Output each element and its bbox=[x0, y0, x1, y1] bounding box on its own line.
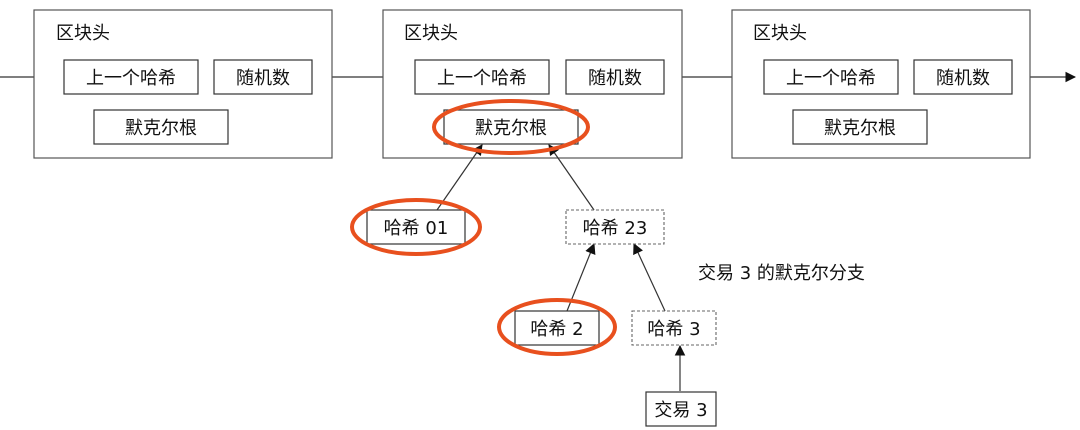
block-header-2: 区块头 上一个哈希 随机数 默克尔根 bbox=[382, 9, 683, 159]
block-header-3: 区块头 上一个哈希 随机数 默克尔根 bbox=[731, 9, 1031, 159]
merkle-branch-caption: 交易 3 的默克尔分支 bbox=[698, 263, 865, 284]
merkle-root-box bbox=[443, 109, 579, 145]
tx3-label: 交易 3 bbox=[654, 400, 707, 421]
merkle-root-label: 默克尔根 bbox=[475, 118, 547, 139]
hash2-label: 哈希 2 bbox=[530, 319, 583, 340]
nonce-box bbox=[913, 59, 1013, 95]
prev-hash-label: 上一个哈希 bbox=[86, 68, 176, 89]
highlight-hash2 bbox=[497, 298, 617, 356]
hash23-box bbox=[565, 209, 665, 245]
hash3-box bbox=[631, 310, 717, 346]
prev-hash-box bbox=[63, 59, 199, 95]
hash23-label: 哈希 23 bbox=[583, 218, 648, 239]
nonce-box bbox=[213, 59, 313, 95]
highlight-hash01 bbox=[350, 198, 482, 256]
arrow-hash23-to-root bbox=[548, 144, 595, 211]
prev-hash-box bbox=[763, 59, 899, 95]
block-header-title: 区块头 bbox=[56, 23, 110, 44]
highlight-merkle-root bbox=[432, 99, 590, 155]
hash01-box bbox=[366, 209, 466, 245]
block-header-1: 区块头 上一个哈希 随机数 默克尔根 bbox=[33, 9, 333, 159]
nonce-label: 随机数 bbox=[588, 68, 642, 89]
block-header-title: 区块头 bbox=[404, 23, 458, 44]
merkle-root-box bbox=[93, 109, 229, 145]
nonce-label: 随机数 bbox=[236, 68, 290, 89]
prev-hash-label: 上一个哈希 bbox=[437, 68, 527, 89]
hash2-box bbox=[514, 310, 600, 346]
merkle-root-label: 默克尔根 bbox=[824, 118, 896, 139]
prev-hash-box bbox=[414, 59, 550, 95]
prev-hash-label: 上一个哈希 bbox=[786, 68, 876, 89]
merkle-root-label: 默克尔根 bbox=[125, 118, 197, 139]
arrow-hash01-to-root bbox=[436, 144, 483, 211]
nonce-box bbox=[565, 59, 665, 95]
nonce-label: 随机数 bbox=[936, 68, 990, 89]
hash3-label: 哈希 3 bbox=[647, 319, 700, 340]
hash01-label: 哈希 01 bbox=[384, 218, 449, 239]
arrow-hash3-to-hash23 bbox=[633, 243, 666, 312]
tx3-box bbox=[645, 391, 717, 427]
merkle-root-box bbox=[792, 109, 928, 145]
block-header-title: 区块头 bbox=[753, 23, 807, 44]
